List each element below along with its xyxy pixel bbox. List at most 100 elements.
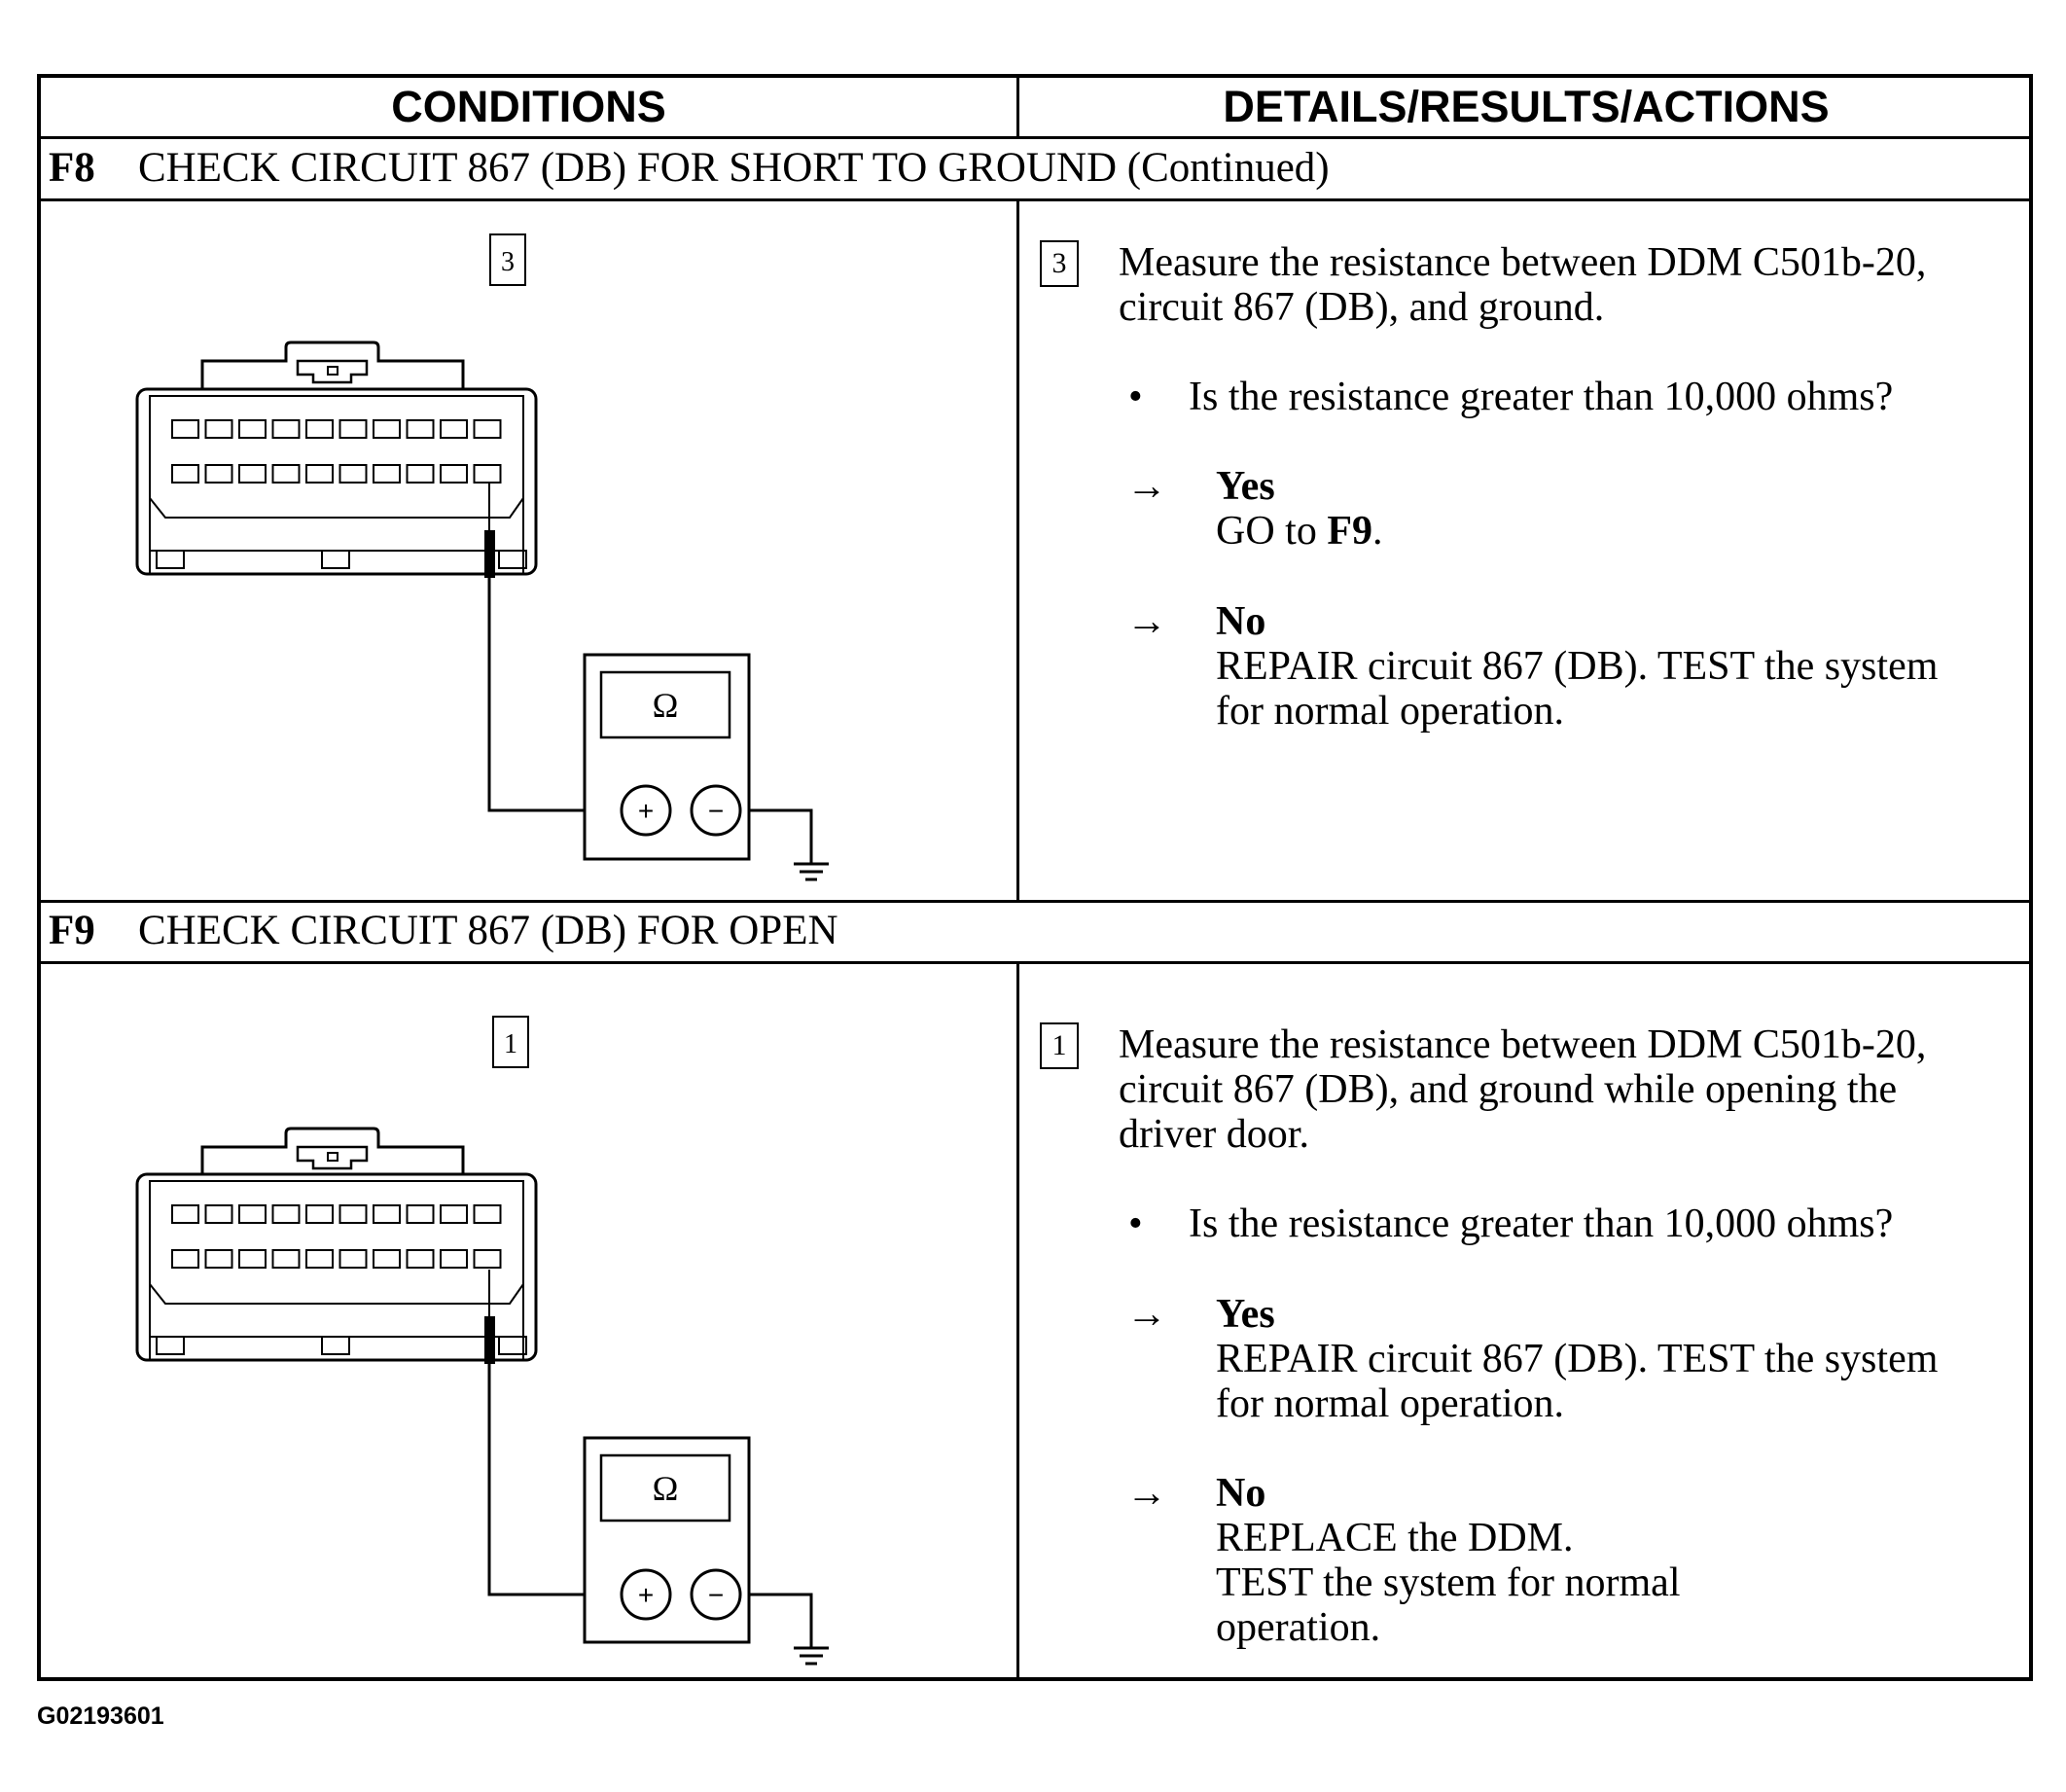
arrow-right-icon: → bbox=[1126, 1292, 1167, 1337]
f8-bottom-rule bbox=[41, 900, 2029, 903]
f8-title-rule bbox=[41, 198, 2029, 201]
yes-label: Yes bbox=[1216, 464, 1275, 509]
negative-terminal-icon bbox=[690, 1568, 742, 1621]
svg-text:+: + bbox=[638, 796, 654, 826]
question-text: Is the resistance greater than 10,000 oh… bbox=[1189, 1201, 1894, 1246]
connector-pin bbox=[473, 1204, 502, 1224]
instruction-line: circuit 867 (DB), and ground. bbox=[1119, 285, 1605, 330]
connector-pin bbox=[271, 419, 301, 439]
action-step-box: 1 bbox=[1040, 1022, 1079, 1069]
bullet-icon: • bbox=[1128, 375, 1143, 419]
connector-pin bbox=[338, 464, 368, 484]
ddm-connector bbox=[135, 340, 538, 576]
connector-pin bbox=[305, 1204, 334, 1224]
connector-pin bbox=[473, 1249, 502, 1269]
connector-pin bbox=[305, 1249, 334, 1269]
meter-display bbox=[599, 1453, 731, 1523]
connector-pin bbox=[440, 419, 468, 439]
f9-column-divider bbox=[1016, 961, 1019, 1681]
connector-pin bbox=[238, 419, 267, 439]
figure-step-box bbox=[489, 233, 526, 286]
step-title: CHECK CIRCUIT 867 (DB) FOR OPEN bbox=[138, 908, 838, 953]
connector-pin bbox=[373, 1249, 401, 1269]
connector-pin bbox=[440, 464, 468, 484]
connector-pin bbox=[204, 419, 233, 439]
connector-pin-row bbox=[171, 1204, 502, 1224]
connector-pin bbox=[338, 1249, 368, 1269]
connector-pin bbox=[406, 464, 435, 484]
step-code: F9 bbox=[49, 908, 95, 953]
connector-pin bbox=[373, 464, 401, 484]
arrow-right-icon: → bbox=[1126, 464, 1167, 509]
f9-connector-diagram: 1 bbox=[41, 964, 1014, 1680]
connector-pin bbox=[271, 464, 301, 484]
svg-text:−: − bbox=[708, 1580, 724, 1610]
positive-terminal-icon bbox=[620, 784, 672, 837]
no-action-line: for normal operation. bbox=[1216, 689, 1565, 734]
step-title: CHECK CIRCUIT 867 (DB) FOR SHORT TO GROU… bbox=[138, 145, 1330, 191]
instruction-line: Measure the resistance between DDM C501b… bbox=[1119, 240, 1927, 285]
connector-pin bbox=[373, 419, 401, 439]
connector-pin bbox=[338, 1204, 368, 1224]
goto-step-link: F9 bbox=[1327, 509, 1372, 554]
connector-pin bbox=[204, 1204, 233, 1224]
no-action-line: REPAIR circuit 867 (DB). TEST the system bbox=[1216, 644, 1939, 689]
connector-pin bbox=[271, 1249, 301, 1269]
step-f9-heading: F9 CHECK CIRCUIT 867 (DB) FOR OPEN bbox=[49, 902, 838, 960]
test-probe bbox=[484, 484, 495, 578]
connector-pin bbox=[271, 1204, 301, 1224]
connector-pin bbox=[473, 464, 502, 484]
connector-pin bbox=[204, 464, 233, 484]
connector-pin bbox=[171, 1204, 199, 1224]
connector-pin bbox=[238, 1249, 267, 1269]
figure-step-box bbox=[492, 1016, 529, 1068]
connector-pin bbox=[373, 1204, 401, 1224]
action-step-box: 3 bbox=[1040, 240, 1079, 287]
instruction-line: Measure the resistance between DDM C501b… bbox=[1119, 1022, 1927, 1067]
ground-icon bbox=[794, 1646, 829, 1666]
test-leads bbox=[487, 578, 813, 864]
question-text: Is the resistance greater than 10,000 oh… bbox=[1189, 375, 1894, 419]
yes-action: GO to F9. bbox=[1216, 509, 1383, 554]
bullet-icon: • bbox=[1128, 1201, 1143, 1246]
header-divider bbox=[1016, 78, 1019, 138]
connector-pin bbox=[171, 419, 199, 439]
connector-pin bbox=[238, 464, 267, 484]
no-action-line: TEST the system for normal bbox=[1216, 1560, 1681, 1605]
f8-connector-diagram: 3 bbox=[41, 201, 1014, 898]
ohmmeter: Ω + − bbox=[583, 1436, 751, 1644]
svg-text:−: − bbox=[708, 796, 724, 826]
figure-step-number: 3 bbox=[501, 247, 515, 277]
instruction-line: driver door. bbox=[1119, 1112, 1309, 1157]
conditions-header: CONDITIONS bbox=[391, 82, 666, 131]
arrow-right-icon: → bbox=[1126, 1471, 1167, 1516]
negative-terminal-icon bbox=[690, 784, 742, 837]
no-label: No bbox=[1216, 1471, 1266, 1516]
connector-pin bbox=[305, 464, 334, 484]
svg-text:+: + bbox=[638, 1580, 654, 1610]
ddm-connector bbox=[135, 1127, 538, 1362]
f9-actions: 1 Measure the resistance between DDM C50… bbox=[1023, 964, 2029, 1680]
f8-column-divider bbox=[1016, 198, 1019, 903]
connector-pin bbox=[171, 1249, 199, 1269]
connector-pin-row bbox=[171, 1249, 502, 1269]
connector-pin bbox=[406, 419, 435, 439]
yes-action-line: REPAIR circuit 867 (DB). TEST the system bbox=[1216, 1337, 1939, 1381]
no-action-line: REPLACE the DDM. bbox=[1216, 1516, 1574, 1560]
arrow-right-icon: → bbox=[1126, 599, 1167, 644]
connector-pin bbox=[338, 419, 368, 439]
no-action-line: operation. bbox=[1216, 1605, 1381, 1650]
ohm-icon: Ω bbox=[653, 1469, 679, 1508]
ground-icon bbox=[794, 862, 829, 881]
connector-pin bbox=[305, 419, 334, 439]
meter-display bbox=[599, 670, 731, 739]
connector-pin bbox=[473, 419, 502, 439]
instruction-line: circuit 867 (DB), and ground while openi… bbox=[1119, 1067, 1898, 1112]
figure-step-number: 1 bbox=[504, 1029, 517, 1059]
connector-pin bbox=[440, 1204, 468, 1224]
test-probe bbox=[484, 1270, 495, 1364]
f8-actions: 3 Measure the resistance between DDM C50… bbox=[1023, 201, 2029, 898]
test-leads bbox=[487, 1364, 813, 1648]
